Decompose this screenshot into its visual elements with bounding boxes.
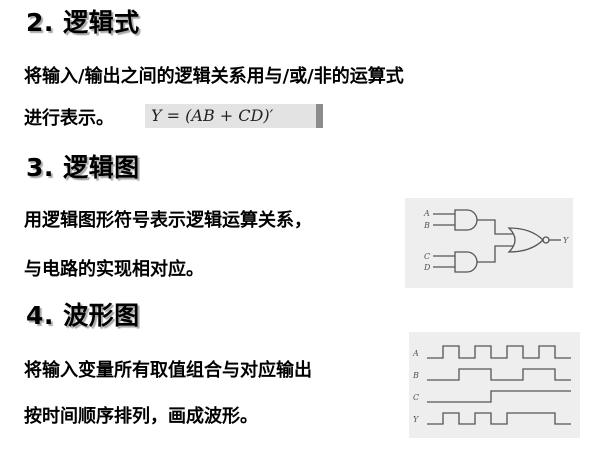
logic-diagram-text-line-2: 与电路的实现相对应。 — [24, 259, 204, 280]
section-heading-waveform: 4. 波形图 — [26, 301, 140, 330]
waveform-y — [427, 412, 571, 425]
section-heading-logic-diagram: 3. 逻辑图 — [26, 153, 140, 182]
logic-expression-text-line-1: 将输入/输出之间的逻辑关系用与/或/非的运算式 — [24, 66, 404, 87]
label-c: C — [424, 252, 430, 261]
section-heading-logic-expression: 2. 逻辑式 — [26, 8, 140, 37]
logic-diagram-text-line-1: 用逻辑图形符号表示逻辑运算关系， — [24, 210, 312, 231]
waveform-text-line-2: 按时间顺序排列，画成波形。 — [24, 406, 258, 427]
waveform-c — [427, 390, 571, 403]
wire-and1-to-nor — [477, 219, 513, 235]
waveform-b — [427, 368, 571, 381]
logic-gate-diagram: A B C D Y — [405, 198, 573, 288]
waveform-diagram: A B C Y — [409, 332, 580, 438]
wire-and2-to-nor — [477, 245, 513, 263]
nor-gate — [507, 227, 544, 253]
wave-label-b: B — [412, 371, 419, 380]
logic-gate-svg: A B C D Y — [423, 209, 569, 273]
wave-label-c: C — [413, 393, 419, 402]
waveform-a — [427, 345, 571, 359]
label-a: A — [423, 209, 430, 218]
waveform-svg: A B C Y — [412, 345, 571, 425]
label-d: D — [423, 263, 431, 272]
logic-expression-text-line-2: 进行表示。 — [24, 108, 114, 129]
label-b: B — [423, 221, 430, 230]
label-y: Y — [563, 236, 569, 245]
wave-label-y: Y — [413, 415, 419, 424]
logic-formula: Y = (AB + CD)′ — [145, 104, 323, 128]
waveform-text-line-1: 将输入变量所有取值组合与对应输出 — [24, 360, 312, 381]
wave-label-a: A — [412, 349, 419, 358]
and-gate-lower — [454, 251, 478, 273]
and-gate-upper — [454, 209, 478, 231]
